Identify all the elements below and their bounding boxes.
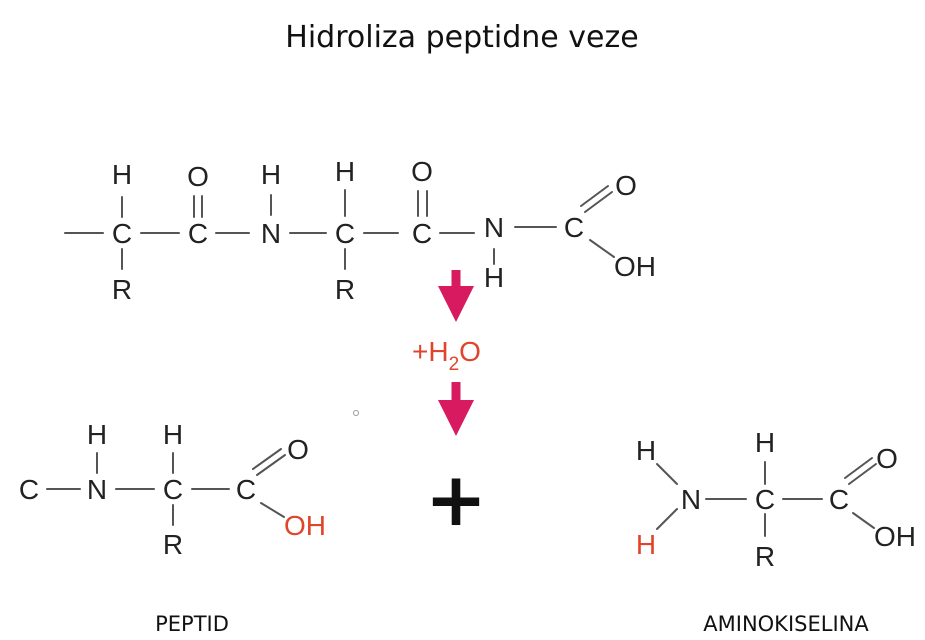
atom-h: H xyxy=(87,419,107,450)
atom-h: H xyxy=(484,262,504,293)
stray-dot xyxy=(353,410,359,416)
water-prefix: +H xyxy=(412,336,449,367)
atom-oh: OH xyxy=(614,251,656,282)
atom-o: O xyxy=(876,443,898,474)
atom-c: C xyxy=(19,474,39,505)
atom-c: C xyxy=(163,474,183,505)
atom-h: H xyxy=(112,159,132,190)
bond-n-h2 xyxy=(656,508,678,530)
product-amino-acid-structure: H N H H C R C O OH xyxy=(636,427,916,572)
water-subscript: 2 xyxy=(449,354,460,375)
atom-oh-highlight: OH xyxy=(284,510,326,541)
bond-c2-o-b xyxy=(252,448,282,470)
atom-r: R xyxy=(755,541,775,572)
atom-o: O xyxy=(411,156,433,187)
amino-acid-label: AMINOKISELINA xyxy=(703,612,869,636)
peptide-label: PEPTID xyxy=(155,612,229,636)
peptide-chain-structure: H C R O C H N H C R O C N H C O OH xyxy=(64,156,656,305)
atom-o: O xyxy=(615,170,637,201)
bond-c2-o-b xyxy=(844,457,873,479)
atom-o: O xyxy=(187,161,209,192)
atom-n: N xyxy=(87,474,107,505)
atom-h: H xyxy=(755,427,775,458)
atom-r: R xyxy=(163,529,183,560)
atom-n: N xyxy=(484,212,504,243)
water-reagent: +H2O xyxy=(412,336,481,375)
atom-h-highlight: H xyxy=(636,529,656,560)
atom-h: H xyxy=(261,159,281,190)
bond-c5-o3-a xyxy=(584,191,613,213)
bond-h1-n xyxy=(656,463,678,485)
atom-h: H xyxy=(163,419,183,450)
atom-r: R xyxy=(112,274,132,305)
atom-c: C xyxy=(829,484,849,515)
bond-c2-o-a xyxy=(256,454,286,476)
bond-c2-oh xyxy=(852,512,875,529)
atom-c: C xyxy=(412,218,432,249)
bond-c2-oh xyxy=(260,502,285,518)
bond-c5-o3-b xyxy=(580,185,609,207)
atom-c: C xyxy=(112,218,132,249)
atom-n: N xyxy=(261,218,281,249)
atom-n: N xyxy=(681,484,701,515)
atom-c: C xyxy=(335,218,355,249)
bond-c2-o-a xyxy=(848,463,877,485)
atom-oh: OH xyxy=(874,521,916,552)
diagram-title: Hidroliza peptidne veze xyxy=(285,20,638,55)
plus-sign: + xyxy=(425,457,487,543)
product-peptide-structure: C H N H C R C O OH xyxy=(19,419,326,560)
atom-c: C xyxy=(564,212,584,243)
atom-o: O xyxy=(287,434,309,465)
atom-r: R xyxy=(335,274,355,305)
atom-h: H xyxy=(636,435,656,466)
water-suffix: O xyxy=(459,336,481,367)
atom-c: C xyxy=(188,218,208,249)
atom-h: H xyxy=(335,156,355,187)
atom-c: C xyxy=(755,484,775,515)
bond-c5-oh xyxy=(589,239,615,258)
atom-c: C xyxy=(236,474,256,505)
